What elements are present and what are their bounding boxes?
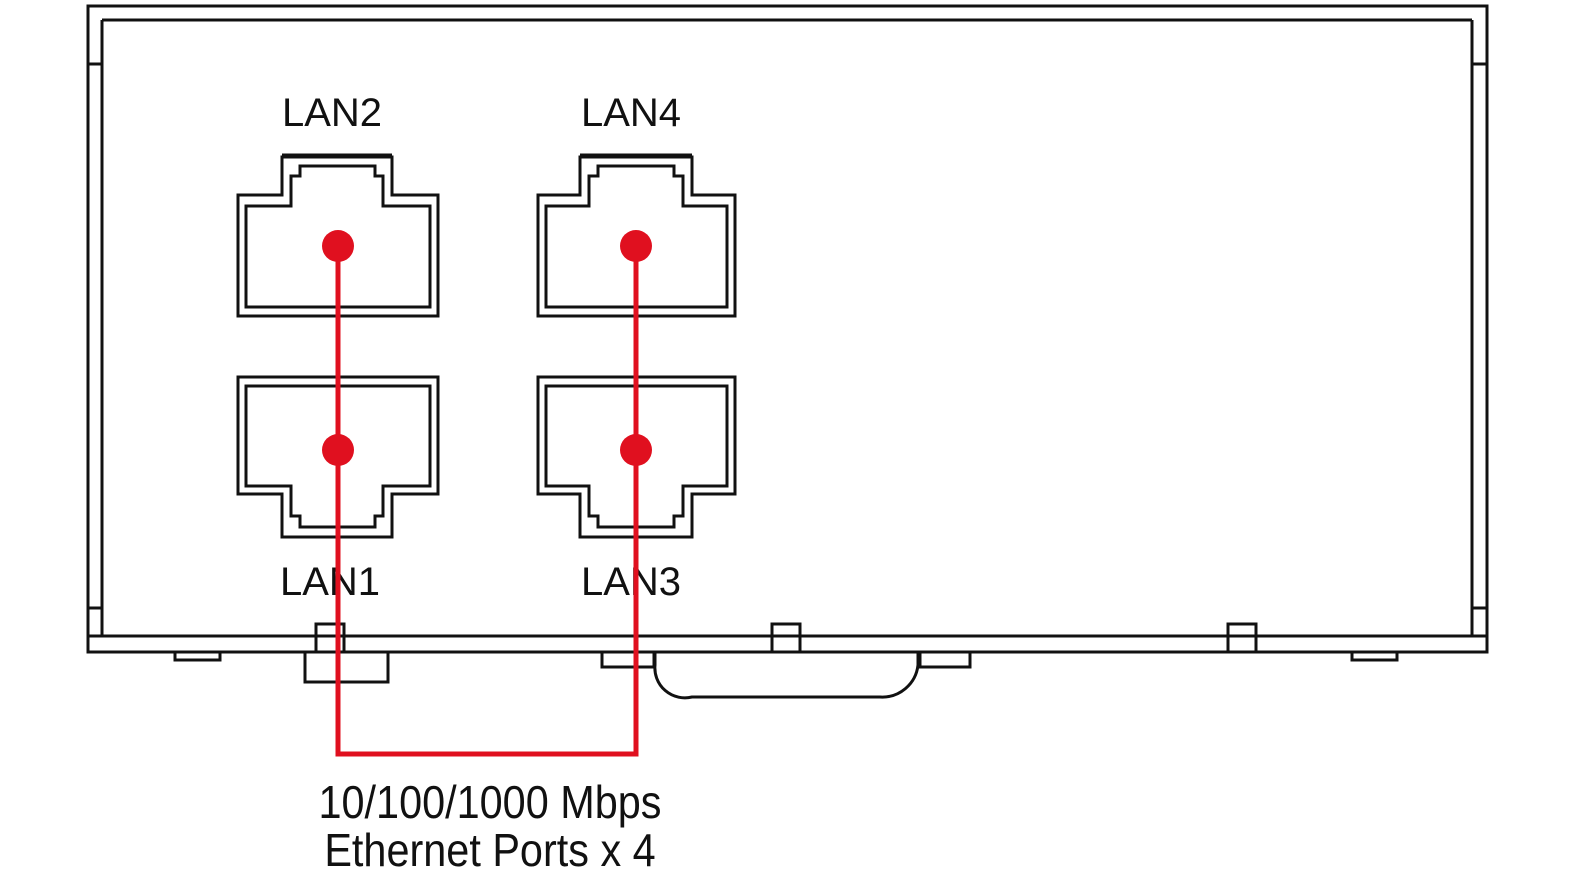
port-label-lan2: LAN2 xyxy=(282,91,382,135)
ethernet-port-lan1 xyxy=(236,375,440,539)
port-label-lan4: LAN4 xyxy=(581,91,681,135)
ethernet-port-lan2 xyxy=(236,153,440,318)
callout-dot-lan1 xyxy=(322,434,354,466)
callout-dot-lan3 xyxy=(620,434,652,466)
callout-dot-lan2 xyxy=(322,230,354,262)
port-label-lan3: LAN3 xyxy=(581,560,681,604)
ethernet-port-lan4 xyxy=(536,153,737,318)
caption-port-count: Ethernet Ports x 4 xyxy=(324,824,656,876)
ethernet-port-lan3 xyxy=(536,375,737,539)
caption-speed: 10/100/1000 Mbps xyxy=(318,776,662,828)
chassis-feet xyxy=(173,622,1399,700)
callout-lines xyxy=(335,246,639,757)
port-label-lan1: LAN1 xyxy=(280,560,380,604)
callout-dots xyxy=(322,230,652,466)
callout-dot-lan4 xyxy=(620,230,652,262)
